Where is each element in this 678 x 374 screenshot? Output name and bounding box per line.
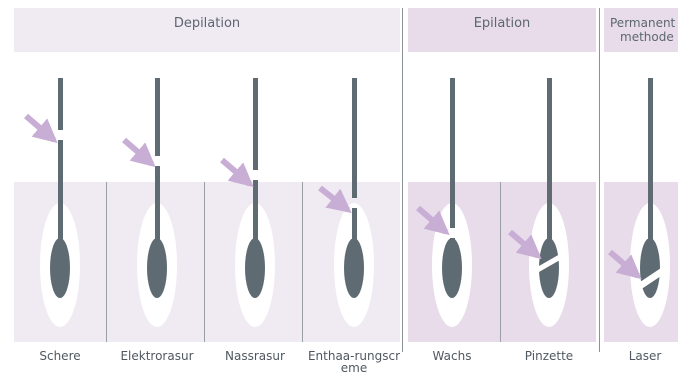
label-enthaarungscreme: Enthaa-rungscreme	[306, 350, 402, 374]
hair-tip	[352, 78, 357, 198]
hair-shaft	[253, 180, 258, 270]
hair-bulb	[640, 238, 660, 298]
arrow-icon	[320, 188, 348, 210]
arrow-icon	[26, 116, 54, 140]
hair-shaft	[352, 208, 357, 270]
hair-shaft	[450, 238, 455, 270]
hair-tip	[58, 78, 63, 130]
label-pinzette: Pinzette	[501, 350, 597, 362]
hair-laser	[610, 78, 670, 327]
label-elektrorasur: Elektrorasur	[109, 350, 205, 362]
arrow-icon	[124, 140, 152, 164]
hair-tip	[450, 78, 455, 228]
label-laser: Laser	[600, 350, 678, 362]
hair-shaft	[648, 78, 653, 243]
hair-shaft	[547, 78, 552, 243]
hair-pinzette	[510, 78, 569, 327]
label-nassrasur: Nassrasur	[207, 350, 303, 362]
hair-schere	[26, 78, 80, 327]
hair-wachs	[418, 78, 472, 327]
hair-shaft	[155, 166, 160, 270]
hair-nassrasur	[222, 78, 275, 327]
hair-tip	[155, 78, 160, 156]
label-wachs: Wachs	[404, 350, 500, 362]
arrow-icon	[222, 160, 250, 184]
hair-enthaarungscreme	[320, 78, 374, 327]
hair-tip	[253, 78, 258, 170]
label-schere: Schere	[12, 350, 108, 362]
hair-shaft	[58, 140, 63, 270]
hair-elektrorasur	[124, 78, 177, 327]
